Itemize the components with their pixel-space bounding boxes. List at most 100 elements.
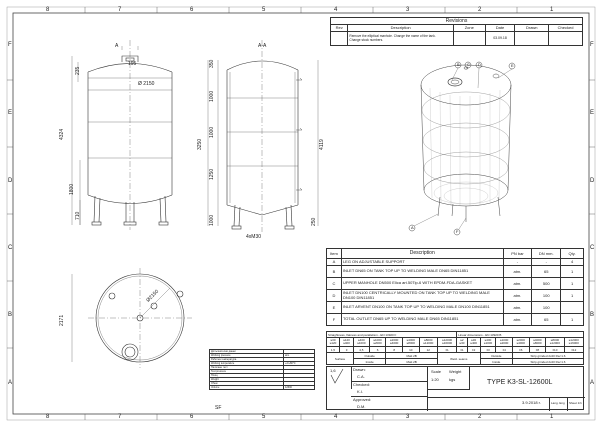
rev-header: Checked: [548, 24, 583, 32]
sheet-box: Sheet 1/1: [567, 397, 586, 411]
drawing-date: 3.9.2018 г.: [522, 400, 541, 405]
row-label-right: F: [590, 42, 594, 48]
rev-cell: [514, 31, 550, 46]
lang-box: Lang. Eng: [549, 397, 568, 411]
legend-label: Volume: [209, 385, 284, 390]
col-label-bottom: 1: [550, 414, 554, 420]
part-item: A: [326, 258, 342, 266]
tolerance-range: ≤2 ≤30: [456, 337, 468, 347]
part-dn: -: [531, 258, 562, 266]
surface-matt-in: Matt 2B: [385, 358, 438, 365]
front-view: [71, 40, 173, 230]
section-title: A-A: [258, 43, 267, 49]
revisions-table: Revisions Rev Description Zone Date Draw…: [329, 17, 583, 46]
rev-header: Date: [484, 24, 516, 32]
parts-header: DN mm.: [531, 248, 562, 259]
scale-value: 1:20: [431, 377, 439, 382]
part-qty: 1: [560, 265, 584, 278]
part-pn: atm.: [502, 313, 533, 326]
callout-d: D: [478, 62, 481, 67]
part-qty: 1: [560, 277, 584, 290]
row-label-left: E: [8, 110, 13, 116]
part-dn: 65: [531, 313, 562, 326]
part-pn: atm.: [502, 277, 533, 290]
rev-date: 03.09.18: [484, 31, 516, 46]
dim-1000-c: 1000: [209, 214, 215, 226]
part-pn: atm.: [502, 289, 533, 302]
legend-value: 12600: [283, 385, 315, 390]
rev-cell: [329, 31, 349, 46]
col-label-bottom: 6: [190, 414, 194, 420]
rev-description: Remove the elliptical manhole. Change th…: [347, 31, 454, 46]
row-label-right: A: [590, 380, 595, 386]
dim-1000-a: 1000: [209, 90, 215, 102]
rev-header: Drawn: [514, 24, 550, 32]
part-item: C: [326, 277, 342, 290]
rev-header: Zone: [452, 24, 486, 32]
tolerance-range: ≤12000 ≤16000: [436, 337, 458, 347]
col-label-bottom: 4: [334, 414, 338, 420]
tolerance-range: ≤1000 ≤2000: [495, 337, 513, 347]
row-label-left: A: [8, 380, 13, 386]
rev-header: Rev: [329, 24, 349, 32]
dim-710: 710: [75, 211, 81, 220]
tolerance-table: Straightness, flatness and parallelism -…: [325, 331, 585, 365]
col-label-top: 6: [190, 7, 194, 13]
col-label-top: 2: [478, 7, 482, 13]
row-label-left: D: [8, 178, 13, 184]
title-block: 1,6 Drawn: C.A. Checked: K.I. Approved: …: [326, 366, 586, 411]
tolerance-range: ≤1000 ≤2000: [368, 337, 387, 347]
section-marker: A: [115, 43, 119, 49]
callout-c: C: [467, 62, 470, 67]
tolerance-range: ≤400 ≤1000: [353, 337, 370, 347]
dim-1800: 1800: [69, 183, 75, 195]
part-pn: atm.: [502, 301, 533, 314]
top-view: [71, 268, 192, 368]
part-dn: 100: [531, 301, 562, 314]
part-qty: 4: [560, 258, 584, 266]
col-label-top: 5: [262, 7, 266, 13]
weld-strip-in: Strip grinded 2x20 Ra<1.6: [511, 358, 585, 365]
tolerance-range: ≤4000 ≤8000: [401, 337, 420, 347]
approved-by: D.M.: [357, 404, 366, 409]
parts-header: Qty.: [560, 248, 584, 259]
col-label-top: 1: [550, 7, 554, 13]
col-label-bottom: 2: [478, 414, 482, 420]
scale-label: Scale: [431, 369, 442, 374]
checked-label: Checked:: [353, 382, 370, 387]
part-dn: 65: [531, 265, 562, 278]
iso-view: [408, 61, 516, 236]
roughness-value: 1,6: [330, 368, 336, 373]
part-description: UPPER MANHOLE DN500 Elica art.50Tip-6 WI…: [340, 277, 504, 290]
row-label-right: D: [590, 178, 595, 184]
drawn-by: C.A.: [357, 374, 365, 379]
dim-2171: 2171: [59, 314, 65, 326]
row-label-left: C: [8, 245, 13, 251]
approved-label: Approved:: [353, 397, 372, 402]
rev-header: Description: [347, 24, 454, 32]
part-description: INLET ARVENT DN100 ON TANK TOP UP TO WEL…: [340, 301, 504, 314]
dim-250: 250: [311, 217, 317, 226]
weld-inside: Inside: [479, 358, 513, 365]
part-dn: 500: [531, 277, 562, 290]
checked-by: K.I.: [357, 389, 364, 394]
weld-label: Weld. seams: [436, 352, 481, 365]
section-view: [207, 40, 319, 232]
tolerance-range: ≤4000 ≤8000: [528, 337, 547, 347]
part-pn: atm.: [502, 265, 533, 278]
col-label-top: 3: [406, 7, 410, 13]
surface-label: Surface: [325, 352, 355, 365]
part-description: TOTAL OUTLET DN65 UP TO WELDING MALE DN6…: [340, 313, 504, 326]
parts-header: Description: [340, 248, 504, 259]
part-qty: 1: [560, 289, 584, 302]
roughness-symbol: [330, 368, 344, 384]
scale-box: Scale 1:20 Weight kgs: [427, 367, 470, 390]
part-description: INLET DN65 ON TANK TOP UP TO WELDING MAL…: [340, 265, 504, 278]
part-dn: 100: [531, 289, 562, 302]
row-label-left: B: [8, 312, 13, 318]
part-item: B: [326, 265, 342, 278]
callout-a: A: [411, 225, 414, 230]
tolerance-range: ≤2000 ≤4000: [385, 337, 403, 347]
